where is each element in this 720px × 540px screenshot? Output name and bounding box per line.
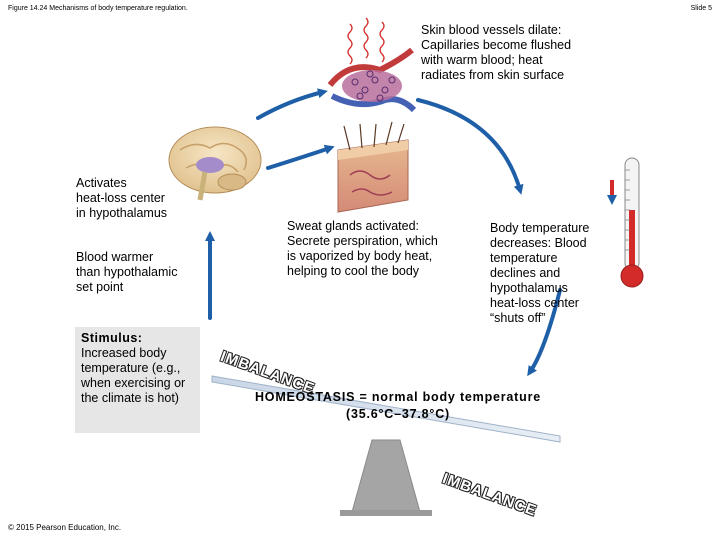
- stimulus-title: Stimulus:: [81, 331, 143, 345]
- capillary-illustration: [327, 47, 417, 113]
- blood-warmer-label: Blood warmer than hypothalamic set point: [76, 250, 178, 294]
- arrow-brain-to-vessels: [256, 88, 328, 120]
- homeostasis-label: HOMEOSTASIS = normal body temperature (3…: [228, 389, 568, 423]
- arrow-to-balance: [527, 288, 562, 377]
- brain-illustration: [168, 126, 262, 201]
- stimulus-text: Increased body temperature (e.g., when e…: [81, 346, 186, 405]
- copyright: © 2015 Pearson Education, Inc.: [8, 523, 122, 532]
- slide-number: Slide 5: [690, 5, 712, 12]
- activates-label: Activates heat-loss center in hypothalam…: [76, 176, 168, 220]
- sweat-glands-label: Sweat glands activated: Secrete perspira…: [287, 219, 438, 278]
- homeostasis-range: (35.6°C–37.8°C): [346, 407, 450, 421]
- seesaw: [211, 375, 561, 516]
- thermometer-illustration: [607, 157, 644, 288]
- feedback-arrows: [205, 88, 562, 377]
- stimulus-box: Stimulus: Increased body temperature (e.…: [75, 327, 200, 433]
- homeostasis-line1: HOMEOSTASIS = normal body temperature: [254, 390, 541, 404]
- arrow-vessels-to-thermometer: [416, 98, 524, 195]
- skin-illustration: [337, 121, 409, 213]
- heat-waves: [347, 17, 385, 65]
- body-temp-label: Body temperature decreases: Blood temper…: [490, 221, 590, 325]
- skin-vessels-label: Skin blood vessels dilate: Capillaries b…: [421, 23, 572, 82]
- figure-title: Figure 14.24 Mechanisms of body temperat…: [8, 5, 188, 12]
- arrow-brain-to-sweat: [266, 144, 335, 170]
